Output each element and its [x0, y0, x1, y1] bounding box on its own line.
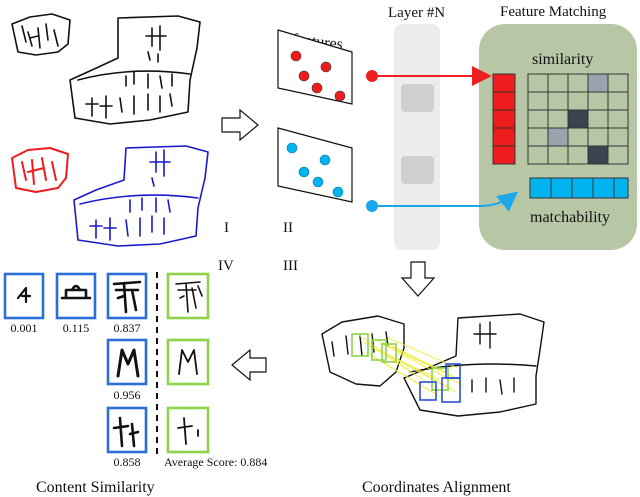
fragment-small-black — [11, 13, 71, 56]
layer-unit-bottom — [401, 156, 434, 184]
similarity-label: similarity — [532, 51, 593, 68]
hollow-arrow-left — [231, 348, 267, 382]
patch-score-1: 0.001 — [11, 321, 38, 335]
caption-coordinates-alignment: Coordinates Alignment — [362, 479, 511, 496]
patch-score-4: 0.956 — [114, 388, 141, 402]
label-step-ii: II — [283, 220, 293, 236]
patch-score-5: 0.858 — [114, 455, 141, 469]
layer-unit-top — [401, 84, 434, 112]
features-panel: features — [277, 29, 353, 203]
features-plane-red — [277, 29, 353, 105]
patch-green-2 — [166, 338, 210, 386]
alignment-boxes-blue — [419, 363, 461, 403]
patch-blue-5 — [106, 406, 148, 454]
matchability-label: matchability — [530, 209, 610, 226]
cyan-arrow — [372, 191, 519, 212]
label-step-iv: IV — [218, 258, 234, 274]
patch-score-2: 0.115 — [63, 321, 90, 335]
tablet-blue — [73, 145, 209, 247]
blue-feature-points — [286, 142, 344, 198]
patch-blue-2 — [55, 272, 97, 320]
patch-green-3 — [166, 406, 210, 454]
feature-matching-panel: Feature Matching similarity matchability — [479, 4, 637, 250]
fragment-small-red — [11, 147, 69, 193]
label-step-iii: III — [283, 258, 298, 274]
patch-blue-3 — [106, 272, 148, 320]
aligned-tablet-left — [321, 315, 405, 387]
content-similarity: 0.001 0.115 0.837 0.956 0.858 — [3, 272, 267, 469]
matching-title: Feature Matching — [500, 4, 607, 20]
layer-bar — [394, 24, 440, 250]
network-layer: Layer #N — [388, 5, 445, 250]
patch-green-1 — [166, 272, 210, 320]
red-feature-points — [290, 50, 346, 102]
caption-content-similarity: Content Similarity — [36, 479, 155, 496]
matchability-vector — [529, 177, 629, 199]
alignment-boxes-green — [351, 333, 449, 391]
flow-arrows — [366, 66, 519, 212]
label-step-i: I — [224, 220, 229, 236]
coordinates-alignment — [321, 313, 545, 417]
similarity-matrix — [527, 73, 629, 165]
input-tablets — [11, 13, 209, 247]
red-feature-vector — [492, 73, 516, 165]
layer-label: Layer #N — [388, 5, 445, 21]
average-score: Average Score: 0.884 — [164, 455, 267, 469]
patch-score-3: 0.837 — [114, 321, 141, 335]
tablet-black — [69, 15, 201, 125]
patch-blue-1 — [3, 272, 45, 320]
hollow-arrow-right — [221, 108, 259, 142]
patch-blue-4 — [106, 338, 148, 386]
hollow-arrow-down — [400, 261, 436, 297]
